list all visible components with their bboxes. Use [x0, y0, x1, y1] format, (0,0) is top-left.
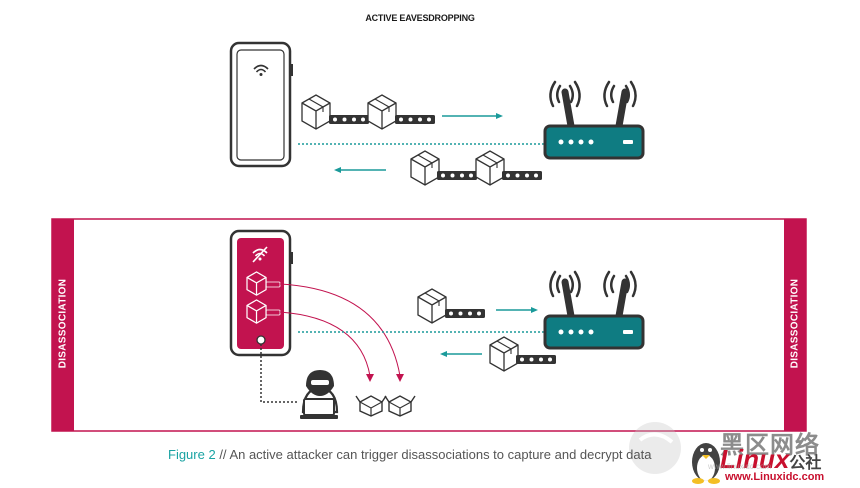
router-icon	[545, 272, 643, 348]
arrow-icon	[334, 167, 386, 173]
connection-line	[256, 335, 298, 403]
package-label	[516, 355, 556, 364]
intercept-arrow	[279, 311, 374, 382]
watermark-brand-text: Linux	[720, 444, 790, 474]
diagram-title: ACTIVE EAVESDROPPING	[365, 13, 475, 23]
watermark-url: www.Linuxidc.com	[725, 471, 825, 483]
package-label	[329, 115, 369, 124]
intercept-arrow	[279, 283, 404, 382]
left-side-bar	[52, 219, 74, 431]
package-icon	[246, 271, 267, 296]
watermark-swoosh-icon	[629, 422, 681, 474]
package-label	[502, 171, 542, 180]
right-side-label: DISASSOCIATION	[789, 278, 801, 369]
watermark-chinese: 黑区网络	[720, 432, 820, 459]
router-icon	[545, 82, 643, 158]
package-label	[445, 309, 485, 318]
package-icon	[489, 336, 519, 372]
caption-text: An active attacker can trigger disassoci…	[229, 447, 652, 462]
open-package-icon	[384, 395, 416, 417]
right-side-bar	[784, 219, 806, 431]
wifi-icon	[253, 64, 269, 76]
arrow-icon	[442, 113, 503, 119]
arrow-icon	[496, 307, 538, 313]
package-icon	[417, 288, 447, 324]
open-package-icon	[355, 395, 387, 417]
watermark-brand-suffix: 公社	[789, 455, 822, 472]
package-icon	[475, 150, 505, 186]
penguin-logo-icon	[692, 443, 720, 484]
figure-caption: Figure 2 // An active attacker can trigg…	[168, 447, 651, 462]
arrow-icon	[440, 351, 482, 357]
package-icon	[246, 299, 267, 324]
caption-separator: //	[215, 447, 230, 462]
figure-number: Figure 2	[168, 447, 216, 462]
package-icon	[367, 94, 397, 130]
hacker-icon	[300, 370, 339, 419]
wifi-off-icon	[252, 246, 268, 263]
package-label	[395, 115, 435, 124]
scenario-frame	[51, 218, 807, 432]
package-icon	[301, 94, 331, 130]
watermark-brand: Linux公社	[720, 444, 821, 475]
package-label	[437, 171, 477, 180]
smartphone-icon	[229, 41, 293, 168]
left-side-label: DISASSOCIATION	[57, 278, 69, 369]
watermark-url-small: www.linuxidc.com	[708, 462, 772, 471]
package-icon	[410, 150, 440, 186]
